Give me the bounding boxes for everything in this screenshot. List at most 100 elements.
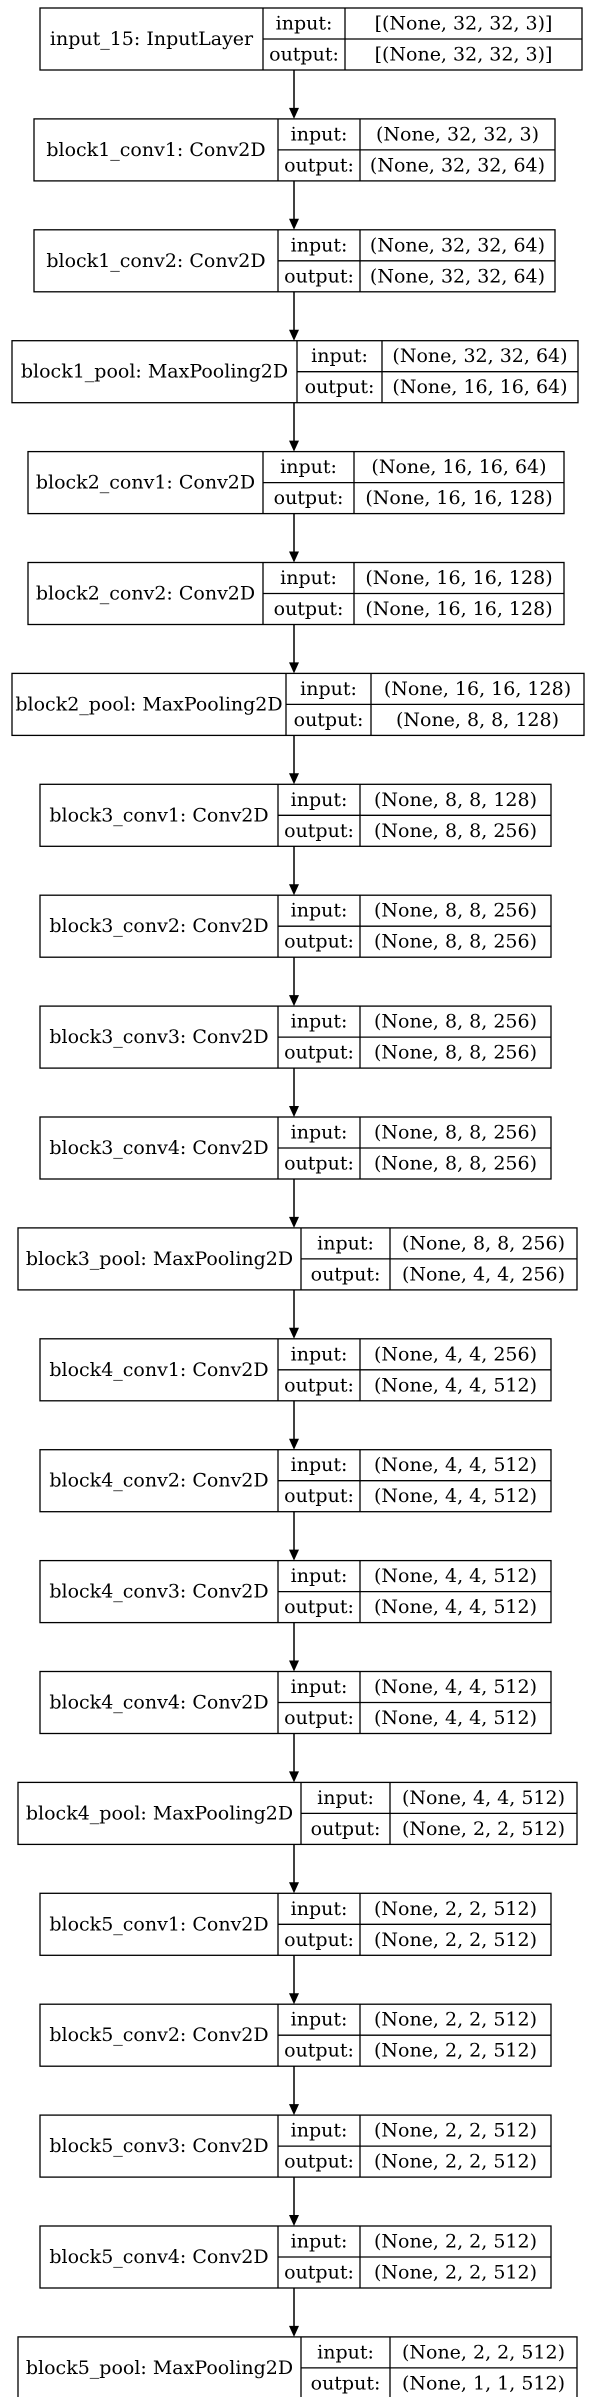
input-label: input: — [291, 900, 348, 922]
edge-arrow — [289, 180, 299, 230]
output-shape: (None, 8, 8, 256) — [374, 1042, 537, 1064]
input-shape: (None, 8, 8, 256) — [374, 900, 537, 922]
output-label: output: — [311, 1818, 381, 1840]
edge-arrowhead — [289, 2325, 299, 2337]
edge-arrowhead — [289, 1549, 299, 1561]
edge-arrowhead — [289, 1771, 299, 1783]
input-label: input: — [291, 1011, 348, 1033]
output-shape: (None, 2, 2, 512) — [374, 1929, 537, 1951]
output-label: output: — [284, 2262, 354, 2284]
output-label: output: — [274, 598, 344, 620]
input-label: input: — [291, 1454, 348, 1476]
edge-arrow — [289, 2066, 299, 2116]
input-shape: (None, 4, 4, 256) — [374, 1343, 537, 1365]
layer-box — [17, 2336, 578, 2397]
layer-node: block3_conv1: Conv2Dinput:output:(None, … — [39, 783, 552, 847]
layer-node: block4_conv2: Conv2Dinput:output:(None, … — [39, 1449, 552, 1513]
output-label: output: — [284, 154, 354, 176]
output-shape: (None, 1, 1, 512) — [402, 2372, 565, 2394]
output-label: output: — [294, 709, 364, 731]
layer-name: block5_pool: MaxPooling2D — [26, 2357, 293, 2379]
layer-name: block5_conv4: Conv2D — [49, 2246, 268, 2268]
input-shape: (None, 2, 2, 512) — [374, 1898, 537, 1920]
output-label: output: — [284, 2151, 354, 2173]
edge-arrow — [289, 70, 299, 119]
output-label: output: — [284, 265, 354, 287]
output-shape: (None, 8, 8, 128) — [396, 709, 559, 731]
edge-arrow — [289, 1068, 299, 1117]
output-label: output: — [284, 1485, 354, 1507]
input-label: input: — [291, 2231, 348, 2253]
edge-arrow — [289, 2177, 299, 2226]
output-label: output: — [284, 1596, 354, 1618]
edge-arrow — [289, 957, 299, 1007]
input-label: input: — [300, 678, 357, 700]
layer-node: block5_conv4: Conv2D input: output: (None, … — [39, 2225, 552, 2289]
edge-arrow — [289, 1511, 299, 1561]
output-shape: (None, 4, 4, 256) — [402, 1263, 565, 1285]
edge-arrowhead — [289, 1438, 299, 1450]
input-label: input: — [291, 1122, 348, 1144]
output-shape: (None, 16, 16, 128) — [365, 487, 552, 509]
input-shape: (None, 2, 2, 512) — [374, 2231, 537, 2253]
layer-node: block2_pool: MaxPooling2D input: output: (N… — [11, 672, 585, 737]
layer-name: block3_conv1: Conv2D — [49, 804, 268, 826]
input-label: input: — [317, 2341, 374, 2363]
edge-arrowhead — [289, 107, 299, 119]
layer-name: block5_conv2: Conv2D — [49, 2024, 268, 2046]
edge-arrowhead — [289, 1327, 299, 1339]
edge-arrow — [289, 1844, 299, 1894]
edge-arrowhead — [289, 1993, 299, 2005]
output-label: output: — [284, 1042, 354, 1064]
output-label: output: — [284, 2040, 354, 2062]
layer-name: block3_conv4: Conv2D — [49, 1137, 268, 1159]
input-shape: (None, 4, 4, 512) — [374, 1454, 537, 1476]
edge-arrow — [289, 624, 299, 674]
output-label: output: — [274, 487, 344, 509]
output-shape: (None, 32, 32, 64) — [370, 154, 545, 176]
output-shape: (None, 4, 4, 512) — [374, 1707, 537, 1729]
input-label: input: — [291, 789, 348, 811]
output-label: output: — [284, 931, 354, 953]
input-label: input: — [291, 1343, 348, 1365]
layer-name: block4_conv1: Conv2D — [49, 1359, 268, 1381]
edge-arrow — [289, 1289, 299, 1339]
layer-node: block3_pool: MaxPooling2Dinput:output:(N… — [17, 1227, 578, 1291]
output-shape: [(None, 32, 32, 3)] — [375, 44, 553, 66]
layer-name: block2_pool: MaxPooling2D — [15, 693, 282, 715]
output-shape: (None, 16, 16, 128) — [365, 598, 552, 620]
input-label: input: — [280, 567, 337, 589]
layer-node: block3_conv4: Conv2Dinput:output:(None, … — [39, 1116, 552, 1180]
input-shape: (None, 16, 16, 64) — [371, 456, 546, 478]
edge-arrow — [289, 402, 299, 452]
layer-node: block4_conv4: Conv2Dinput:output:(None, … — [39, 1670, 552, 1735]
output-label: output: — [305, 376, 375, 398]
layer-name: block5_conv3: Conv2D — [49, 2135, 268, 2157]
input-shape: (None, 2, 2, 512) — [374, 2009, 537, 2031]
edge-arrowhead — [289, 329, 299, 341]
layer-node: block3_conv2: Conv2Dinput:output:(None, … — [39, 894, 552, 958]
layer-node: block4_conv1: Conv2Dinput:output:(None, … — [39, 1338, 552, 1402]
layer-name: block3_conv3: Conv2D — [49, 1026, 268, 1048]
layer-name: block1_conv1: Conv2D — [46, 139, 265, 161]
output-label: output: — [269, 44, 339, 66]
output-label: output: — [284, 1153, 354, 1175]
edge-arrowhead — [289, 995, 299, 1007]
layer-node: block2_conv2: Conv2D input: output: (None, … — [27, 561, 565, 626]
output-label: output: — [284, 1707, 354, 1729]
edge-arrowhead — [289, 551, 299, 563]
input-shape: [(None, 32, 32, 3)] — [375, 13, 553, 35]
input-shape: (None, 4, 4, 512) — [402, 1787, 565, 1809]
output-shape: (None, 2, 2, 512) — [374, 2262, 537, 2284]
edge-arrow — [289, 1622, 299, 1672]
output-shape: (None, 4, 4, 512) — [374, 1596, 537, 1618]
edge-arrowhead — [289, 773, 299, 785]
edge-arrow — [289, 1400, 299, 1450]
layer-node: block5_pool: MaxPooling2Dinput:output:(N… — [17, 2336, 578, 2397]
layer-node: block4_pool: MaxPooling2Dinput:output:(N… — [17, 1781, 578, 1846]
layer-node: block1_conv2: Conv2Dinput:output:(None, … — [33, 229, 556, 293]
output-label: output: — [284, 820, 354, 842]
layer-name: block2_conv2: Conv2D — [36, 583, 255, 605]
edge-arrowhead — [289, 2215, 299, 2226]
